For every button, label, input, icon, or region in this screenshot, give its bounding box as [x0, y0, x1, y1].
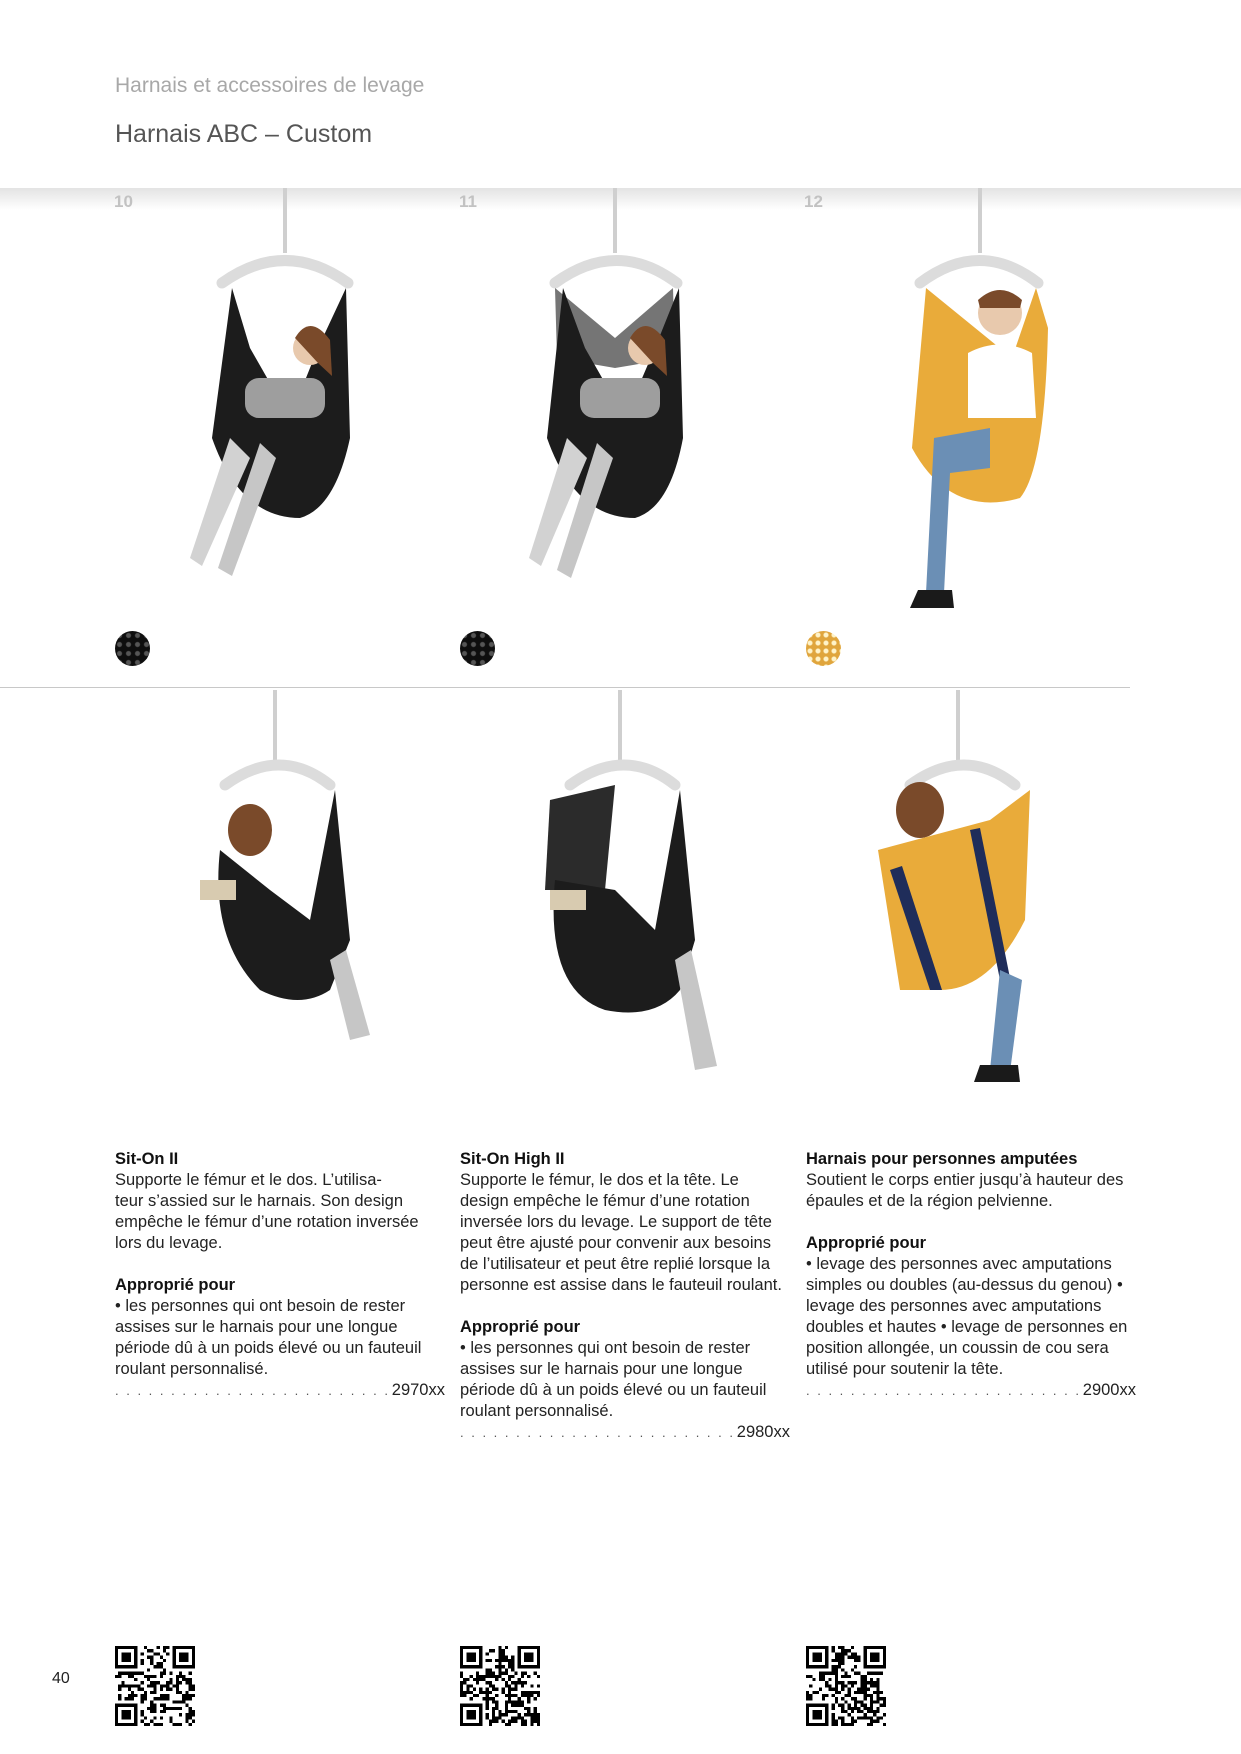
image-number-11: 11 — [459, 192, 477, 211]
amputee-sling-front-photo — [910, 188, 1048, 608]
image-number-10: 10 — [114, 192, 133, 211]
fabric-swatch-black-mesh — [115, 631, 150, 666]
article-code: 2980xx — [736, 1423, 790, 1441]
article-code: 2970xx — [391, 1381, 445, 1399]
amputee-sling-back-photo — [878, 690, 1030, 1082]
product-name: Sit-On High II — [460, 1150, 565, 1168]
suitable-heading: Approprié pour — [460, 1318, 581, 1336]
section-divider — [0, 687, 1130, 688]
dot-leader: . . . . . . . . . . . . . . . . . . . . … — [460, 1425, 735, 1440]
sit-on-high-ii-back-photo — [545, 690, 717, 1070]
article-line: . . . . . . . . . . . . . . . . . . . . … — [115, 1380, 445, 1401]
article-line: . . . . . . . . . . . . . . . . . . . . … — [806, 1380, 1136, 1401]
dot-leader: . . . . . . . . . . . . . . . . . . . . … — [115, 1383, 390, 1398]
product-description: Supporte le fémur, le dos et la tête. Le… — [460, 1171, 782, 1294]
suitable-heading: Approprié pour — [806, 1234, 927, 1252]
suitable-text: • les personnes qui ont besoin de rester… — [115, 1297, 422, 1378]
article-line: . . . . . . . . . . . . . . . . . . . . … — [460, 1422, 790, 1443]
product-column-sit-on-high-ii: Sit-On High II Supporte le fémur, le dos… — [460, 1149, 790, 1443]
image-number-12: 12 — [804, 192, 823, 211]
sit-on-ii-front-photo — [190, 188, 354, 576]
dot-leader: . . . . . . . . . . . . . . . . . . . . … — [806, 1383, 1081, 1398]
qr-code-icon[interactable] — [806, 1646, 886, 1726]
product-description: Soutient le corps entier jusqu’à hauteur… — [806, 1171, 1124, 1210]
qr-code-icon[interactable] — [460, 1646, 540, 1726]
product-column-amputee-sling: Harnais pour personnes amputées Soutient… — [806, 1149, 1136, 1401]
product-description: Supporte le fémur et le dos. L’utilisa- … — [115, 1171, 419, 1252]
qr-code-icon[interactable] — [115, 1646, 195, 1726]
header-shadow — [0, 188, 1241, 210]
product-column-sit-on-ii: Sit-On II Supporte le fémur et le dos. L… — [115, 1149, 445, 1401]
breadcrumb: Harnais et accessoires de levage — [115, 74, 425, 97]
suitable-text: • les personnes qui ont besoin de rester… — [460, 1339, 767, 1420]
header-band — [0, 0, 1241, 188]
product-name: Harnais pour personnes amputées — [806, 1150, 1078, 1168]
suitable-heading: Approprié pour — [115, 1276, 236, 1294]
page-number: 40 — [52, 1670, 70, 1687]
sit-on-high-ii-front-photo — [529, 188, 683, 578]
product-name: Sit-On II — [115, 1150, 179, 1168]
sit-on-ii-back-photo — [200, 690, 370, 1040]
article-code: 2900xx — [1082, 1381, 1136, 1399]
fabric-swatch-yellow-mesh — [806, 631, 841, 666]
page-title: Harnais ABC – Custom — [115, 120, 373, 148]
fabric-swatch-black-mesh — [460, 631, 495, 666]
suitable-text: • levage des personnes avec amputations … — [806, 1255, 1128, 1378]
